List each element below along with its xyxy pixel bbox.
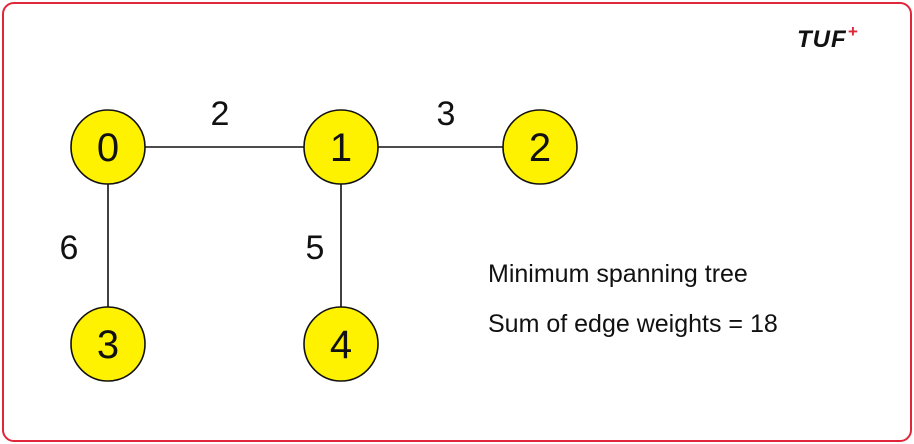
node-circle-0: [70, 109, 146, 185]
edge-weight-0-3: 6: [60, 229, 79, 267]
caption-sum: Sum of edge weights = 18: [488, 310, 778, 338]
node-label-2: 2: [529, 126, 551, 170]
node-4: 4: [303, 306, 379, 382]
edge-weight-1-2: 3: [437, 95, 456, 133]
logo-plus: +: [847, 22, 859, 41]
node-circle-1: [303, 109, 379, 185]
node-0: 0: [70, 109, 146, 185]
node-label-3: 3: [97, 323, 119, 367]
caption-title: Minimum spanning tree: [488, 260, 748, 288]
node-label-0: 0: [97, 126, 119, 170]
nodes: 0 1 2 3 4: [70, 109, 578, 382]
node-label-4: 4: [330, 323, 352, 367]
node-circle-3: [70, 306, 146, 382]
tuf-logo: TUF+: [797, 22, 859, 54]
node-label-1: 1: [330, 126, 352, 170]
edge-weight-1-4: 5: [306, 229, 325, 267]
node-circle-2: [502, 109, 578, 185]
node-circle-4: [303, 306, 379, 382]
node-1: 1: [303, 109, 379, 185]
edge-weight-0-1: 2: [211, 95, 230, 133]
node-2: 2: [502, 109, 578, 185]
node-3: 3: [70, 306, 146, 382]
logo-text: TUF: [797, 26, 847, 53]
